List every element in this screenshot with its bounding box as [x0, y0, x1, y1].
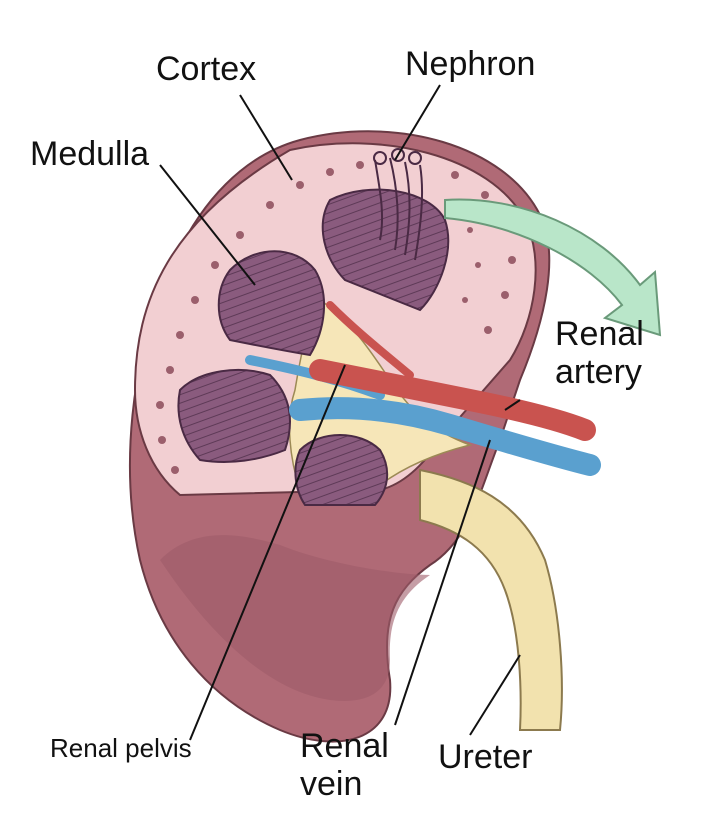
- renal-artery-leader: [504, 399, 521, 411]
- medulla-leader: [159, 164, 256, 286]
- medulla-pyramid-2: [217, 250, 326, 357]
- medulla-pyramid-3: [177, 369, 291, 463]
- renal-vein-vessel: [289, 397, 601, 476]
- cortex-leader: [239, 94, 293, 181]
- renal-pelvis-leader: [189, 364, 346, 741]
- nephron-leader: [394, 84, 441, 161]
- ureter-tube: [419, 468, 563, 731]
- renal-vein-leader: [394, 439, 491, 726]
- medulla-label: Medulla: [30, 135, 150, 173]
- cortex-label: Cortex: [156, 50, 257, 88]
- nephron-arrow: [444, 198, 662, 337]
- renal-artery-branch: [326, 301, 414, 379]
- kidney-lower-lobe: [160, 535, 430, 701]
- renal-artery-label: Renal artery: [555, 315, 644, 392]
- medulla-pyramid-1: [321, 188, 450, 312]
- ureter-label: Ureter: [438, 738, 533, 776]
- ureter-leader: [469, 654, 521, 736]
- medulla-pyramid-4: [294, 434, 389, 506]
- cortex-dots: [156, 161, 516, 474]
- renal-pelvis-label: Renal pelvis: [50, 733, 192, 763]
- leader-lines: [159, 84, 521, 741]
- renal-vein-label: Renal vein: [300, 727, 389, 804]
- nephron-label: Nephron: [405, 45, 536, 83]
- nephron-structure: [373, 148, 424, 261]
- renal-artery-vessel: [309, 359, 596, 441]
